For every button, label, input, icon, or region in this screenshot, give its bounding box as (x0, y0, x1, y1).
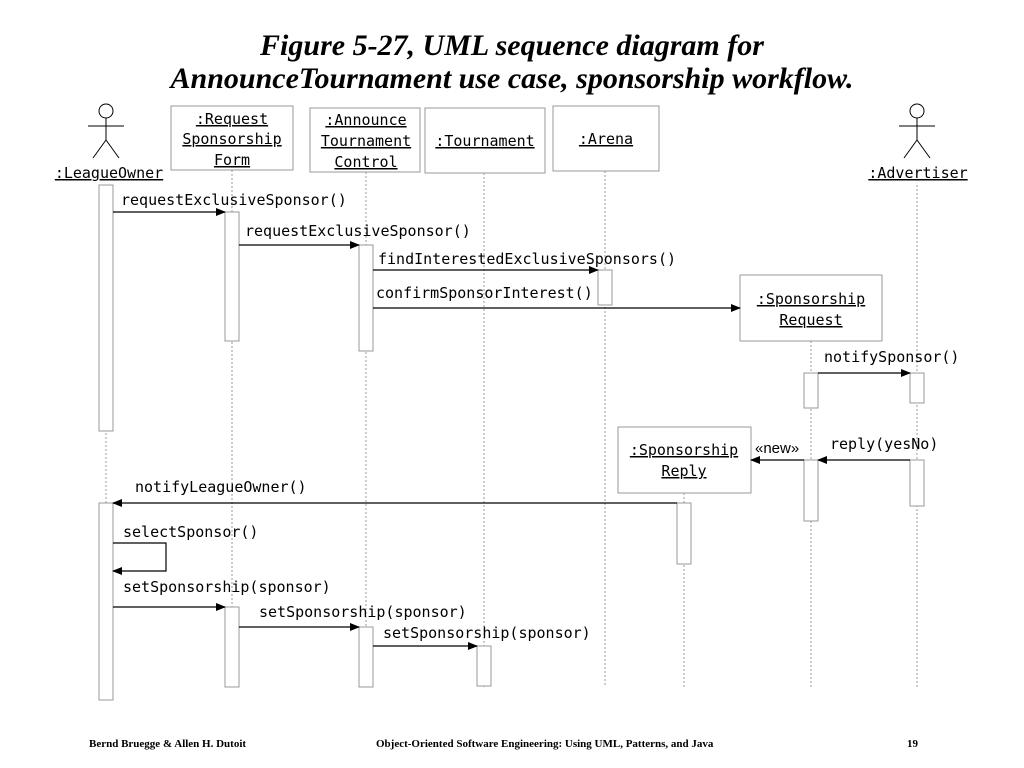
tournament-box (424, 107, 546, 174)
request-form-box (170, 105, 294, 171)
activation-tournament (476, 645, 492, 687)
tournament-label: :Tournament (435, 132, 534, 150)
announce-control-label-2: Tournament (321, 132, 411, 150)
arena-label: :Arena (579, 130, 633, 148)
msg-arrow-select-sponsor (112, 542, 167, 575)
sponsorship-reply-box (617, 426, 752, 494)
msg-label-confirm-interest: confirmSponsorInterest() (376, 284, 593, 302)
footer-page-number: 19 (907, 738, 918, 750)
sponsorship-reply-label-2: Reply (661, 462, 706, 480)
request-form-label-3: Form (214, 151, 250, 169)
msg-label-notify-league-owner: notifyLeagueOwner() (135, 478, 307, 496)
sponsorship-request-label-2: Request (779, 311, 842, 329)
activation-advertiser-2 (909, 459, 925, 507)
arena-box (552, 105, 660, 172)
activation-arena (597, 269, 613, 306)
league-owner-actor-icon (88, 103, 124, 159)
title-line-1: Figure 5-27, UML sequence diagram for (260, 29, 764, 62)
activation-request-form-2 (224, 606, 240, 688)
sponsorship-request-label-1: :Sponsorship (757, 290, 865, 308)
sponsorship-request-box (739, 274, 883, 342)
activation-announce-control-2 (358, 626, 374, 688)
msg-label-set-sponsorship-2: setSponsorship(sponsor) (259, 603, 467, 621)
advertiser-actor-icon (899, 103, 935, 159)
activation-advertiser-1 (909, 372, 925, 404)
footer-authors: Bernd Bruegge & Allen H. Dutoit (89, 738, 247, 750)
advertiser-label: :Advertiser (868, 164, 967, 182)
activation-request-form-1 (224, 211, 240, 342)
activation-announce-control-1 (358, 244, 374, 352)
announce-control-label-3: Control (334, 153, 397, 171)
msg-label-select-sponsor: selectSponsor() (123, 523, 258, 541)
activation-sponsorship-request-1 (803, 372, 819, 409)
title-line-2: AnnounceTournament use case, sponsorship… (170, 62, 854, 95)
msg-label-request-exclusive-sponsor-1: requestExclusiveSponsor() (121, 191, 347, 209)
league-owner-label: :LeagueOwner (55, 164, 163, 182)
msg-label-create-new: «new» (755, 440, 799, 457)
announce-control-box (309, 107, 421, 173)
activation-league-owner-2 (98, 502, 114, 701)
msg-label-reply: reply(yesNo) (830, 435, 938, 453)
msg-label-notify-sponsor: notifySponsor() (824, 348, 959, 366)
footer-book-title: Object-Oriented Software Engineering: Us… (376, 738, 714, 750)
msg-label-request-exclusive-sponsor-2: requestExclusiveSponsor() (245, 222, 471, 240)
msg-label-set-sponsorship-1: setSponsorship(sponsor) (123, 578, 331, 596)
announce-control-label-1: :Announce (325, 111, 406, 129)
msg-label-find-interested: findInterestedExclusiveSponsors() (378, 250, 676, 268)
activation-sponsorship-request-2 (803, 459, 819, 522)
request-form-label-1: :Request (196, 110, 268, 128)
sponsorship-reply-label-1: :Sponsorship (630, 441, 738, 459)
msg-label-set-sponsorship-3: setSponsorship(sponsor) (383, 624, 591, 642)
request-form-label-2: Sponsorship (182, 130, 281, 148)
activation-sponsorship-reply (676, 502, 692, 565)
activation-league-owner-1 (98, 184, 114, 432)
